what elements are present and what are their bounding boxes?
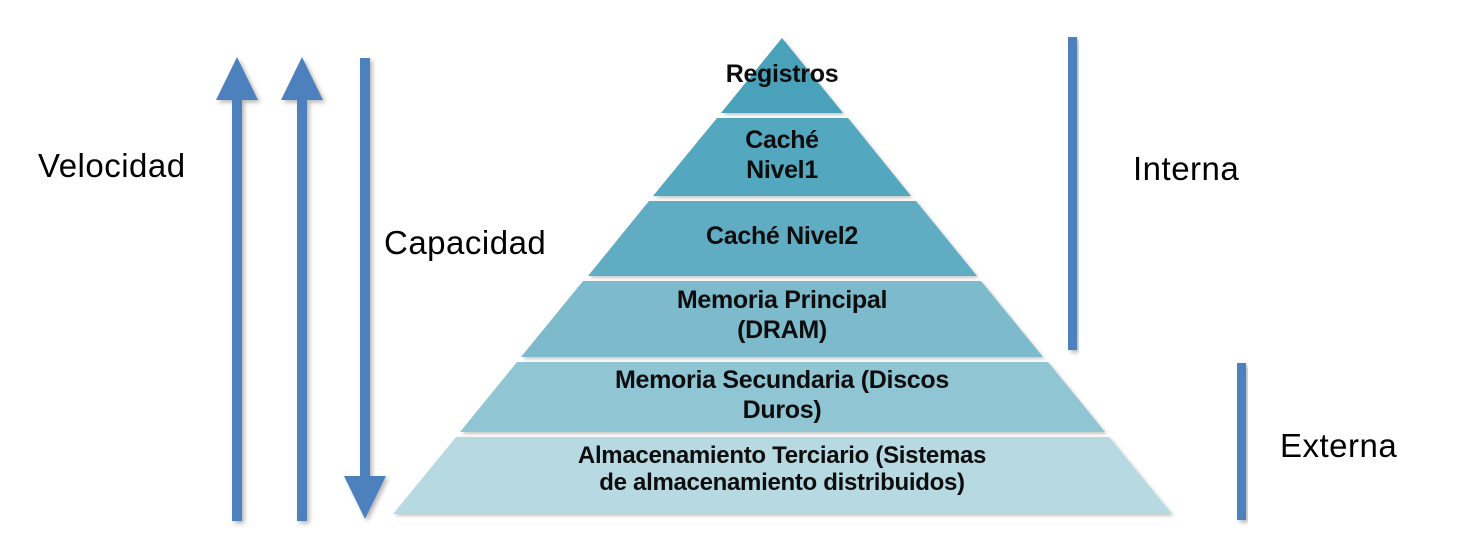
pyramid-level-memoria-secundaria-line1: Memoria Secundaria (Discos <box>615 366 949 394</box>
velocity-up-arrow-2-head-icon <box>281 57 323 100</box>
pyramid-level-registros-line: Registros <box>725 60 839 88</box>
capacity-down-arrow-head-icon <box>344 476 386 519</box>
pyramid-level-memoria-principal-label: Memoria Principal (DRAM) <box>676 285 888 345</box>
pyramid-level-almacenamiento-terciario-label: Almacenamiento Terciario (Sistemas de al… <box>578 442 986 496</box>
interna-label: Interna <box>1133 150 1240 187</box>
pyramid-level-cache-nivel1-line2: Nivel1 <box>746 156 818 184</box>
capacidad-label: Capacidad <box>384 224 547 261</box>
pyramid-level-cache-nivel1-label: Caché Nivel1 <box>745 125 819 185</box>
interna-range-bar <box>1068 37 1077 350</box>
pyramid-level-almacenamiento-terciario-line2: de almacenamiento distribuidos) <box>599 469 965 496</box>
pyramid-level-memoria-secundaria-line2: Duros) <box>742 396 822 424</box>
pyramid-level-cache-nivel1-shape <box>653 118 911 196</box>
velocidad-label: Velocidad <box>38 147 186 184</box>
pyramid-level-cache-nivel2-line: Caché Nivel2 <box>705 222 859 250</box>
pyramid-level-cache-nivel1-line1: Caché <box>745 126 819 154</box>
externa-label: Externa <box>1280 427 1398 464</box>
pyramid-level-cache-nivel2-label: Caché Nivel2 <box>706 221 858 251</box>
externa-range-bar <box>1237 363 1246 520</box>
pyramid-level-almacenamiento-terciario-shape <box>393 437 1172 514</box>
pyramid-level-almacenamiento-terciario-line1: Almacenamiento Terciario (Sistemas <box>577 442 987 469</box>
pyramid-level-memoria-principal-line1: Memoria Principal <box>676 286 888 314</box>
pyramid-level-registros-label: Registros <box>726 59 839 89</box>
velocity-up-arrow-2 <box>281 57 323 521</box>
pyramid-level-registros-shape <box>721 38 843 113</box>
pyramid-level-cache-nivel2-shape <box>588 201 977 276</box>
velocity-up-arrow-1-head-icon <box>216 57 258 100</box>
velocity-up-arrow-1 <box>216 57 258 521</box>
pyramid-level-memoria-principal-shape <box>521 281 1043 357</box>
pyramid-level-memoria-secundaria-label: Memoria Secundaria (Discos Duros) <box>615 365 949 425</box>
capacity-down-arrow <box>344 58 386 519</box>
pyramid-level-memoria-secundaria-shape <box>460 362 1105 432</box>
pyramid-level-memoria-principal-line2: (DRAM) <box>737 316 827 344</box>
